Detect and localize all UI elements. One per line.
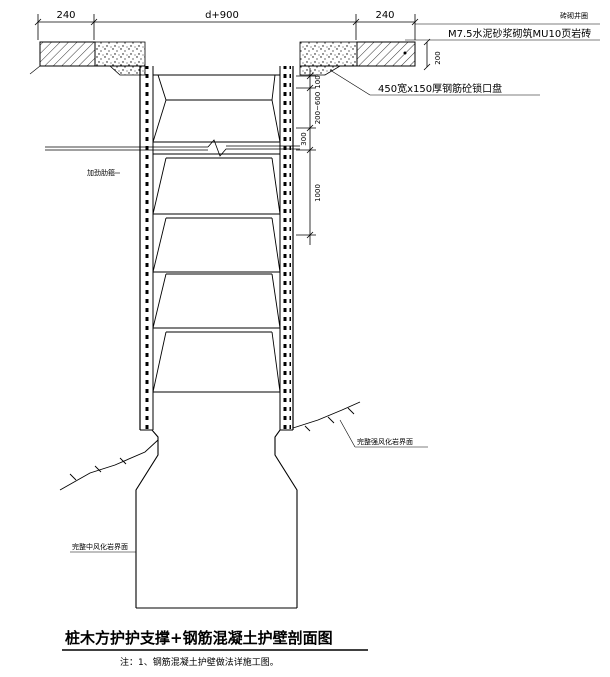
dim-vert-1000: 1000 bbox=[314, 184, 322, 202]
lining-segments bbox=[152, 74, 281, 393]
dim-vert-300: 300 bbox=[300, 132, 308, 145]
vertical-dimension-line bbox=[296, 68, 316, 245]
label-intact-mod-weathered-rock: 完整中风化岩界面 bbox=[72, 542, 128, 551]
dim-vert-200-600: 200~600 bbox=[314, 92, 322, 125]
shaft-right-wall bbox=[279, 66, 294, 430]
dim-right-200 bbox=[423, 38, 431, 71]
label-reinforcement: 加劲肋箍 bbox=[87, 168, 115, 177]
shaft-left-wall bbox=[139, 66, 154, 430]
label-brick-wall-spec: M7.5水泥砂浆砌筑MU10页岩砖 bbox=[448, 27, 591, 40]
label-intact-weathered-rock: 完整强风化岩界面 bbox=[357, 437, 413, 446]
wellhead-slab bbox=[29, 41, 416, 76]
label-brick-wellhead: 砖砌井圈 bbox=[560, 11, 588, 20]
leader-weathered-right bbox=[339, 419, 356, 448]
pile-body bbox=[135, 429, 298, 609]
drawing-title: 桩木方护护支撑+钢筋混凝土护壁剖面图 bbox=[65, 629, 333, 647]
dim-vert-100: 100 bbox=[314, 75, 322, 88]
drawing-note: 注：1、钢筋混凝土护壁做法详施工图。 bbox=[120, 656, 279, 668]
dim-right-240: 240 bbox=[375, 10, 394, 21]
break-line bbox=[45, 139, 300, 157]
brick-spec-marker bbox=[403, 51, 407, 55]
label-lock-plate: 450宽x150厚钢筋砼锁口盘 bbox=[378, 82, 502, 95]
top-dimension bbox=[34, 14, 419, 40]
dim-right-200-text: 200 bbox=[434, 51, 442, 64]
dim-left-240: 240 bbox=[56, 10, 75, 21]
dim-center-d900: d+900 bbox=[205, 10, 239, 21]
rock-interface-lines bbox=[59, 401, 361, 491]
leader-lock-plate bbox=[329, 69, 371, 96]
